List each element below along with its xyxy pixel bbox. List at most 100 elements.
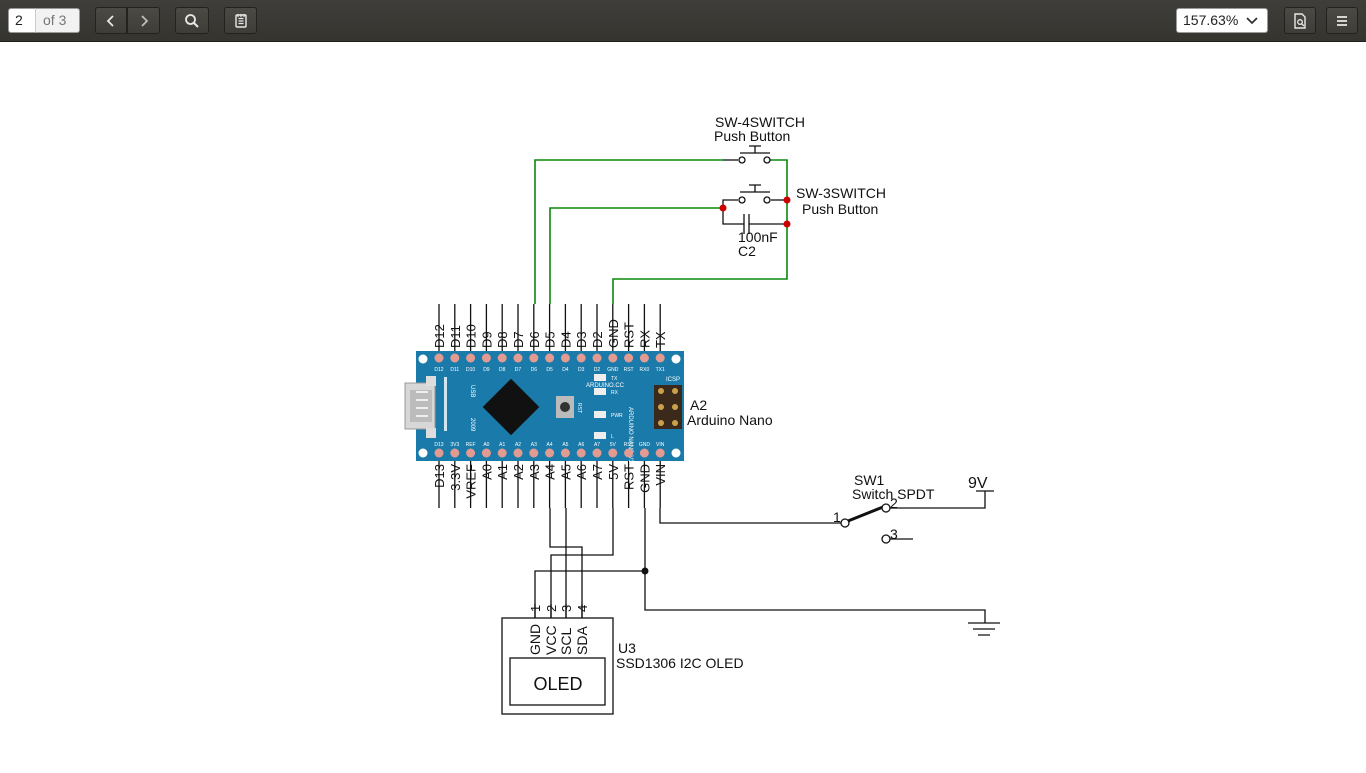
- board-usb-text: USB: [469, 385, 475, 397]
- header-pad: [481, 353, 491, 363]
- green-wires: [534, 159, 788, 304]
- arduino-nano-board: ARDUINO.CC ARDUINO NANO V3.0 ICSP RST US…: [404, 351, 684, 468]
- board-model-text: ARDUINO NANO V3.0: [627, 407, 633, 468]
- led-label: PWR: [611, 413, 623, 419]
- sw1-name-label: Switch SPDT: [852, 486, 935, 502]
- previous-page-button[interactable]: [95, 7, 127, 34]
- sw3-ref-label: SW-3SWITCH: [796, 185, 886, 201]
- next-page-button[interactable]: [127, 7, 160, 34]
- silk-label-top: D8: [499, 367, 506, 373]
- silk-label-top: D7: [515, 367, 522, 373]
- silk-label-top: RST: [624, 367, 634, 373]
- chevron-left-icon: [106, 14, 114, 27]
- silk-label-top: RX0: [640, 367, 650, 373]
- oled-pin-name: GND: [527, 624, 543, 655]
- top-pin-label: GND: [606, 319, 621, 348]
- header-pad: [592, 353, 602, 363]
- header-pad: [466, 448, 476, 458]
- chevron-down-icon: [1246, 17, 1258, 25]
- page-number-input[interactable]: 2: [8, 8, 36, 33]
- top-pin-label: D3: [574, 331, 589, 348]
- sw1-pin1-label: 1: [833, 509, 841, 525]
- hamburger-menu-icon: [1337, 15, 1347, 26]
- header-pad: [592, 448, 602, 458]
- top-pin-label: D7: [511, 331, 526, 348]
- top-pin-label: D11: [448, 325, 463, 348]
- toolbar: 2 of 3 157.63%: [0, 0, 1366, 42]
- silk-label-top: D2: [594, 367, 601, 373]
- capacitor-ref-label: C2: [738, 243, 756, 259]
- document-properties-button[interactable]: [1284, 7, 1316, 34]
- menu-button[interactable]: [1326, 7, 1358, 34]
- top-pin-label: D8: [495, 331, 510, 348]
- oled-ref-label: U3: [618, 640, 636, 656]
- bottom-pin-label: D13: [432, 464, 447, 488]
- bottom-pin-label: VIN: [653, 464, 668, 486]
- silk-label-bottom: 3V3: [450, 442, 459, 448]
- bottom-pin-label: A4: [543, 464, 558, 480]
- arduino-pin-leads: [438, 304, 661, 508]
- board-brand-text: ARDUINO.CC: [586, 383, 625, 389]
- silk-label-bottom: 5V: [610, 442, 617, 448]
- oled-pin-name: VCC: [543, 625, 559, 655]
- silk-label-top: D9: [483, 367, 490, 373]
- silk-label-top: D4: [562, 367, 569, 373]
- oled-pin-number: 4: [575, 605, 590, 612]
- bottom-pin-label: A3: [527, 464, 542, 480]
- silk-label-bottom: D13: [434, 442, 443, 448]
- battery-label: 9V: [968, 475, 988, 492]
- oled-pin-number: 2: [544, 605, 559, 612]
- document-properties-icon: [1294, 12, 1306, 29]
- spdt-switch-sw1: [838, 503, 913, 544]
- bottom-pin-label: A2: [511, 464, 526, 480]
- bottom-pin-label: 3.3V: [448, 464, 463, 491]
- silk-label-bottom: A7: [594, 442, 600, 448]
- silk-label-bottom: A4: [547, 442, 553, 448]
- board-year-text: 2009: [469, 418, 475, 432]
- header-pad: [655, 353, 665, 363]
- zoom-value: 157.63%: [1183, 12, 1239, 28]
- junction-dot-gnd: [641, 567, 649, 575]
- header-pad: [560, 353, 570, 363]
- header-pad: [560, 448, 570, 458]
- top-pin-label: D12: [432, 324, 447, 348]
- top-pin-label: D4: [558, 331, 573, 348]
- annotations-button[interactable]: [224, 7, 257, 34]
- led-label: L: [611, 434, 614, 440]
- top-pin-label: RX: [637, 330, 652, 348]
- zoom-select[interactable]: 157.63%: [1176, 8, 1268, 33]
- silk-label-bottom: A0: [483, 442, 489, 448]
- sw4-ref-label: SW-4SWITCH: [715, 114, 805, 130]
- silk-label-bottom: GND: [639, 442, 651, 448]
- header-pad: [497, 353, 507, 363]
- bottom-pin-label: RST: [622, 464, 637, 490]
- capacitor-value-label: 100nF: [738, 229, 778, 245]
- silk-label-bottom: A1: [499, 442, 505, 448]
- silk-label-bottom: A5: [562, 442, 568, 448]
- header-pad: [529, 353, 539, 363]
- search-button[interactable]: [175, 7, 209, 34]
- sw4-name-label: Push Button: [714, 128, 790, 144]
- header-pad: [639, 353, 649, 363]
- bottom-pin-label: A6: [574, 464, 589, 480]
- header-pad: [434, 448, 444, 458]
- page-count-label: of 3: [35, 8, 80, 33]
- header-pad: [608, 448, 618, 458]
- header-pad: [545, 353, 555, 363]
- board-icsp-text: ICSP: [666, 377, 680, 383]
- oled-name-label: SSD1306 I2C OLED: [616, 655, 744, 671]
- header-pad: [576, 353, 586, 363]
- oled-pin-number: 3: [559, 605, 574, 612]
- top-pin-label: D5: [543, 331, 558, 348]
- silk-label-bottom: A3: [531, 442, 537, 448]
- header-pad: [608, 353, 618, 363]
- push-button-sw4: [723, 145, 771, 164]
- schematic-drawing: SW-4SWITCH Push Button SW-3SWITCH Push B…: [404, 114, 1000, 715]
- bottom-pin-label: 5V: [606, 464, 621, 480]
- board-rst-text: RST: [576, 403, 582, 413]
- header-pad: [545, 448, 555, 458]
- top-pin-label: D10: [464, 324, 479, 348]
- top-pin-label: D6: [527, 331, 542, 348]
